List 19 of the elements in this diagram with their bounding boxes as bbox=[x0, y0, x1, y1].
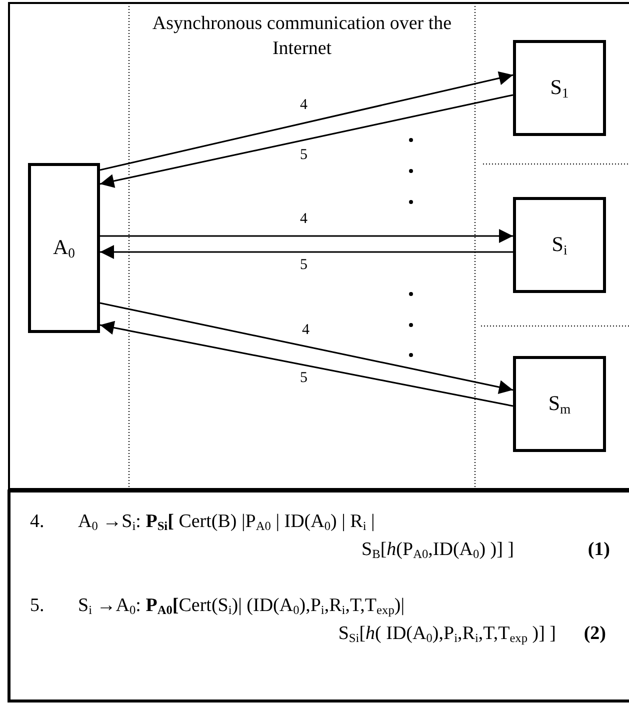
message-formula: S$_{i}$ →A$_{0}$: P$_{A0}$[Cert(S$_{i}$)| (ID(A$_{0}$),P$_{i}$,R$_{i}$,T,T$_{exp}$)| bbox=[78, 594, 405, 619]
arrow bbox=[100, 94, 514, 188]
step-number: 4. bbox=[30, 510, 44, 534]
network-caption: Asynchronous communication over the Internet bbox=[151, 12, 453, 61]
arrow bbox=[100, 320, 514, 407]
process-box: S$_{1}$ bbox=[513, 40, 606, 136]
message-formula: A$_{0}$ →S$_{i}$: P$_{Si}$[ Cert(B) |P$_{A0}$ | ID(A$_{0}$) | R$_{i}$ | bbox=[78, 510, 375, 535]
process-box: A$_{0}$ bbox=[28, 163, 100, 333]
process-box: S$_{i}$ bbox=[513, 197, 606, 293]
message-formula: S$_{B}$[h(P$_{A0}$,ID(A$_{0}$) )] ] bbox=[362, 538, 514, 563]
equation-number: (1) bbox=[588, 538, 610, 562]
equation-number: (2) bbox=[584, 622, 606, 646]
message-formula: S$_{Si}$[h( ID(A$_{0}$),P$_{i}$,R$_{i}$,T,T$_{exp}$ )] ] bbox=[338, 622, 556, 647]
process-box: S$_{m}$ bbox=[513, 356, 606, 452]
arrow bbox=[100, 245, 513, 259]
arrow bbox=[100, 302, 514, 394]
arrow bbox=[100, 229, 513, 243]
step-number: 5. bbox=[30, 594, 44, 618]
arrow bbox=[100, 71, 514, 171]
